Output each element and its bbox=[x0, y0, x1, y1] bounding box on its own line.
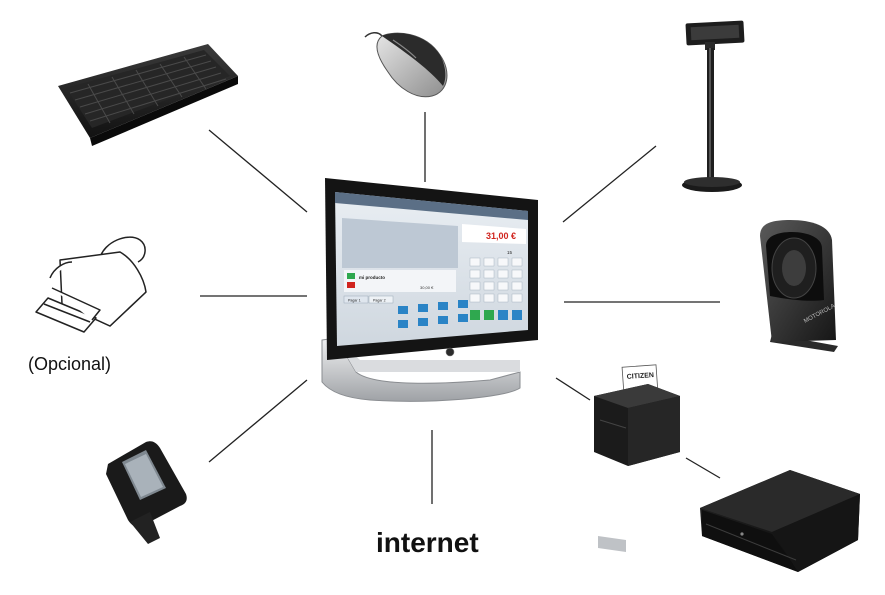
pos-side-value: 15 bbox=[507, 250, 513, 255]
connector-keyboard bbox=[208, 129, 308, 213]
customer-display-icon bbox=[682, 20, 745, 192]
cash-drawer-icon bbox=[700, 470, 860, 572]
connector-customer-display bbox=[562, 145, 657, 223]
citizen-brand-label: CITIZEN bbox=[627, 372, 655, 381]
pos-tab-2: Pagar 2 bbox=[373, 299, 386, 303]
pos-cart-value: 30,00 € bbox=[420, 285, 434, 290]
mouse-icon bbox=[364, 32, 448, 98]
pos-red-chip bbox=[347, 282, 355, 288]
pos-terminal-icon: mi producto 30,00 € Pagar 1 Pagar 2 31,0… bbox=[321, 178, 538, 402]
internet-label: internet bbox=[376, 527, 479, 558]
pos-tab-1: Pagar 1 bbox=[348, 299, 361, 303]
pos-keypad bbox=[469, 257, 523, 303]
keyboard-icon bbox=[58, 44, 238, 146]
connector-card-terminal bbox=[208, 379, 308, 463]
connector-cash-drawer bbox=[685, 457, 721, 479]
connector-receipt-printer bbox=[555, 377, 591, 401]
connector-lines bbox=[200, 112, 721, 504]
pos-green-chip bbox=[347, 273, 355, 279]
pos-total-amount: 31,00 € bbox=[486, 231, 516, 241]
barcode-scanner-icon: MOTOROLA bbox=[760, 220, 838, 352]
pos-product-title: mi producto bbox=[359, 275, 385, 280]
optional-label: (Opcional) bbox=[28, 354, 111, 374]
receipt-printer-icon: CITIZEN bbox=[594, 364, 680, 552]
optional-printer-icon bbox=[35, 236, 147, 333]
card-terminal-icon bbox=[106, 441, 187, 544]
